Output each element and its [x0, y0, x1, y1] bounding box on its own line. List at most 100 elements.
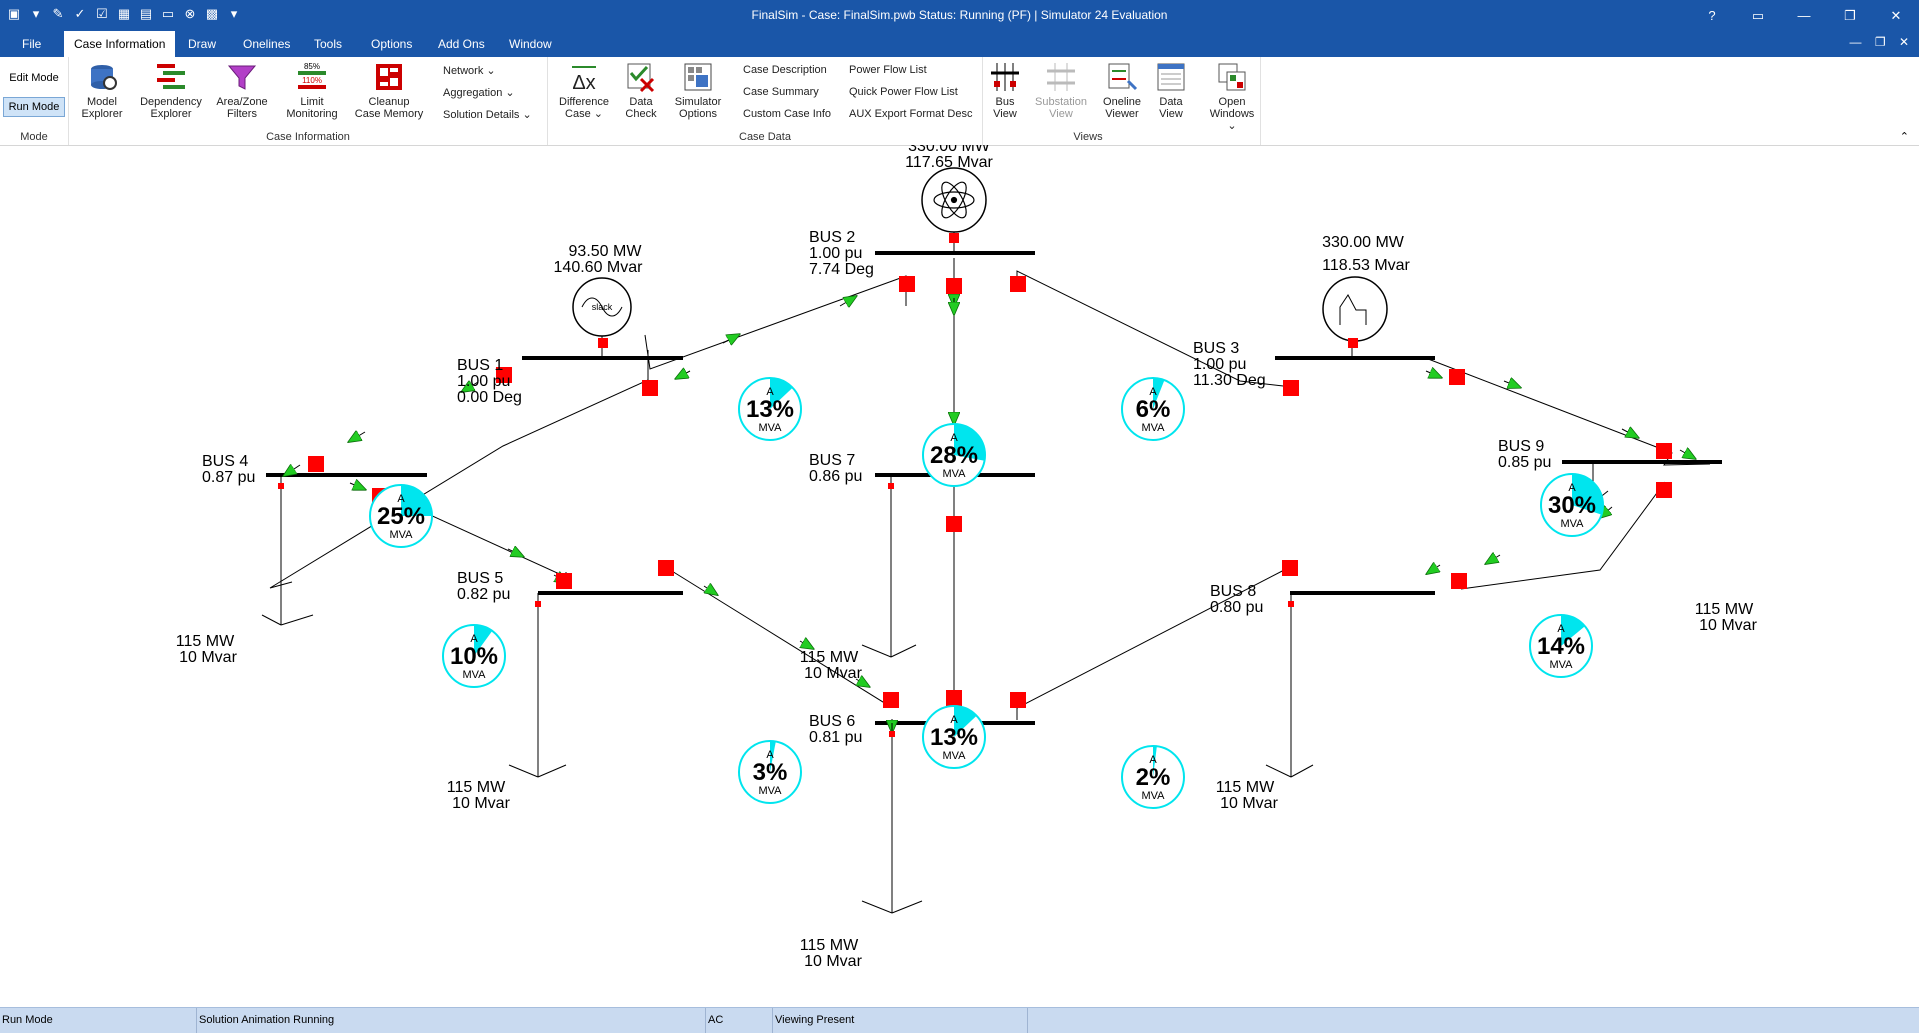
case-summary-button[interactable]: Case Summary [743, 86, 819, 98]
breaker[interactable] [1656, 482, 1672, 498]
breaker[interactable] [308, 456, 324, 472]
stop-icon[interactable]: ⊗ [184, 6, 196, 21]
breaker[interactable] [1348, 338, 1358, 348]
difference-case-button[interactable]: Δx Difference Case ⌄ [554, 61, 614, 120]
tab-window[interactable]: Window [509, 37, 552, 51]
breaker[interactable] [1449, 369, 1465, 385]
network-dropdown[interactable]: Network ⌄ [443, 64, 496, 77]
load-bus6[interactable] [861, 723, 923, 914]
edit-mode-button[interactable]: Edit Mode [9, 72, 59, 84]
data-view-button[interactable]: Data View [1151, 61, 1191, 120]
mdi-close-icon[interactable]: ✕ [1898, 35, 1909, 49]
breaker[interactable] [1656, 443, 1672, 459]
mdi-minimize-icon[interactable]: — [1849, 35, 1862, 49]
solution-details-dropdown[interactable]: Solution Details ⌄ [443, 108, 532, 121]
abc-icon-2[interactable]: ✓ [74, 6, 86, 21]
branch-pie-b86[interactable]: A2%MVA [1121, 745, 1185, 809]
tab-file[interactable]: File [22, 37, 42, 51]
branch-pie-b76[interactable]: A13%MVA [922, 705, 986, 769]
collapse-ribbon-icon[interactable]: ⌃ [1899, 131, 1909, 143]
case-description-button[interactable]: Case Description [743, 64, 827, 76]
branch-pie-b39[interactable]: A30%MVA [1540, 473, 1604, 537]
dependency-explorer-button[interactable]: Dependency Explorer [135, 61, 207, 120]
load-breaker[interactable] [888, 483, 894, 489]
load-bus8[interactable] [1265, 593, 1314, 778]
breaker[interactable] [946, 516, 962, 532]
data-check-button[interactable]: Data Check [618, 61, 664, 120]
line-bus2-bus1[interactable] [644, 275, 907, 370]
ribbon-display-icon[interactable]: ▭ [1751, 8, 1765, 23]
minimize-icon[interactable]: — [1797, 8, 1811, 23]
breaker[interactable] [598, 338, 608, 348]
load-breaker[interactable] [278, 483, 284, 489]
branch-pie-b27[interactable]: A28%MVA [922, 423, 986, 487]
close-icon[interactable]: ✕ [1890, 8, 1902, 23]
tab-case-information[interactable]: Case Information [64, 31, 176, 57]
dropdown-icon[interactable]: ▾ [32, 6, 40, 21]
help-icon[interactable]: ? [1708, 8, 1716, 23]
table-icon[interactable]: ▦ [117, 6, 131, 21]
breaker[interactable] [658, 560, 674, 576]
tab-onelines[interactable]: Onelines [243, 37, 291, 51]
breaker[interactable] [556, 573, 572, 589]
branch-pie-b23[interactable]: A6%MVA [1121, 377, 1185, 441]
table-icon-2[interactable]: ▤ [139, 6, 153, 21]
substation-view-button[interactable]: Substation View [1029, 61, 1093, 120]
breaker[interactable] [946, 690, 962, 706]
cleanup-case-memory-button[interactable]: Cleanup Case Memory [353, 61, 425, 120]
branch-pie-b56[interactable]: A3%MVA [738, 740, 802, 804]
area-zone-filters-button[interactable]: Area/Zone Filters [213, 61, 271, 120]
app-icon[interactable]: ▣ [7, 6, 21, 21]
breaker[interactable] [899, 276, 915, 292]
breaker[interactable] [1283, 380, 1299, 396]
generator-bus2[interactable] [921, 167, 987, 253]
checkbox-icon[interactable]: ☑ [96, 6, 108, 21]
aux-export-format-button[interactable]: AUX Export Format Desc [849, 108, 973, 120]
load-bus4[interactable] [261, 475, 314, 626]
load-bus5[interactable] [508, 593, 567, 778]
generator-bus1-slack[interactable]: slack [572, 277, 632, 358]
load-breaker[interactable] [889, 731, 895, 737]
breaker[interactable] [949, 233, 959, 243]
load-breaker[interactable] [535, 601, 541, 607]
oneline-viewer-button[interactable]: Oneline Viewer [1097, 61, 1147, 120]
breaker[interactable] [642, 380, 658, 396]
run-mode-button[interactable]: Run Mode [3, 97, 65, 117]
restore-icon[interactable]: ❐ [1844, 8, 1856, 23]
dropdown-icon-2[interactable]: ▾ [230, 6, 238, 21]
tab-add-ons[interactable]: Add Ons [438, 37, 485, 51]
line-bus9-bus8[interactable] [1460, 481, 1666, 590]
breaker[interactable] [1451, 573, 1467, 589]
limit-monitoring-button[interactable]: 85%110% Limit Monitoring [279, 61, 345, 120]
power-flow-list-button[interactable]: Power Flow List [849, 64, 927, 76]
model-explorer-button[interactable]: Model Explorer [77, 61, 127, 120]
oneline-diagram[interactable]: slack [0, 145, 1919, 1007]
line-bus1-bus4[interactable] [269, 350, 649, 589]
branch-pie-b98[interactable]: A14%MVA [1529, 614, 1593, 678]
tab-tools[interactable]: Tools [314, 37, 343, 51]
quick-power-flow-list-button[interactable]: Quick Power Flow List [849, 86, 958, 98]
branch-pie-b12[interactable]: A13%MVA [738, 377, 802, 441]
load-bus7[interactable] [861, 475, 917, 658]
breaker[interactable] [1282, 560, 1298, 576]
open-windows-button[interactable]: Open Windows ⌄ [1205, 61, 1259, 132]
breaker[interactable] [883, 692, 899, 708]
simulator-options-button[interactable]: Simulator Options [668, 61, 728, 120]
branch-pie-b45[interactable]: A10%MVA [442, 624, 506, 688]
breaker[interactable] [1010, 276, 1026, 292]
custom-case-info-button[interactable]: Custom Case Info [743, 108, 832, 120]
bus-view-button[interactable]: Bus View [985, 61, 1025, 120]
grid-icon[interactable]: ▩ [205, 6, 219, 21]
breaker[interactable] [496, 367, 512, 383]
tab-draw[interactable]: Draw [188, 37, 217, 51]
document-icon[interactable]: ▭ [161, 6, 175, 21]
tab-options[interactable]: Options [371, 37, 413, 51]
mdi-restore-icon[interactable]: ❐ [1874, 35, 1886, 49]
abc-icon[interactable]: ✎ [52, 6, 64, 21]
breaker[interactable] [1010, 692, 1026, 708]
aggregation-dropdown[interactable]: Aggregation ⌄ [443, 86, 515, 99]
load-breaker[interactable] [1288, 601, 1294, 607]
branch-pie-b14[interactable]: A25%MVA [369, 484, 433, 548]
line-bus2-bus3[interactable] [1016, 270, 1293, 388]
line-bus5-bus6[interactable] [666, 567, 892, 708]
